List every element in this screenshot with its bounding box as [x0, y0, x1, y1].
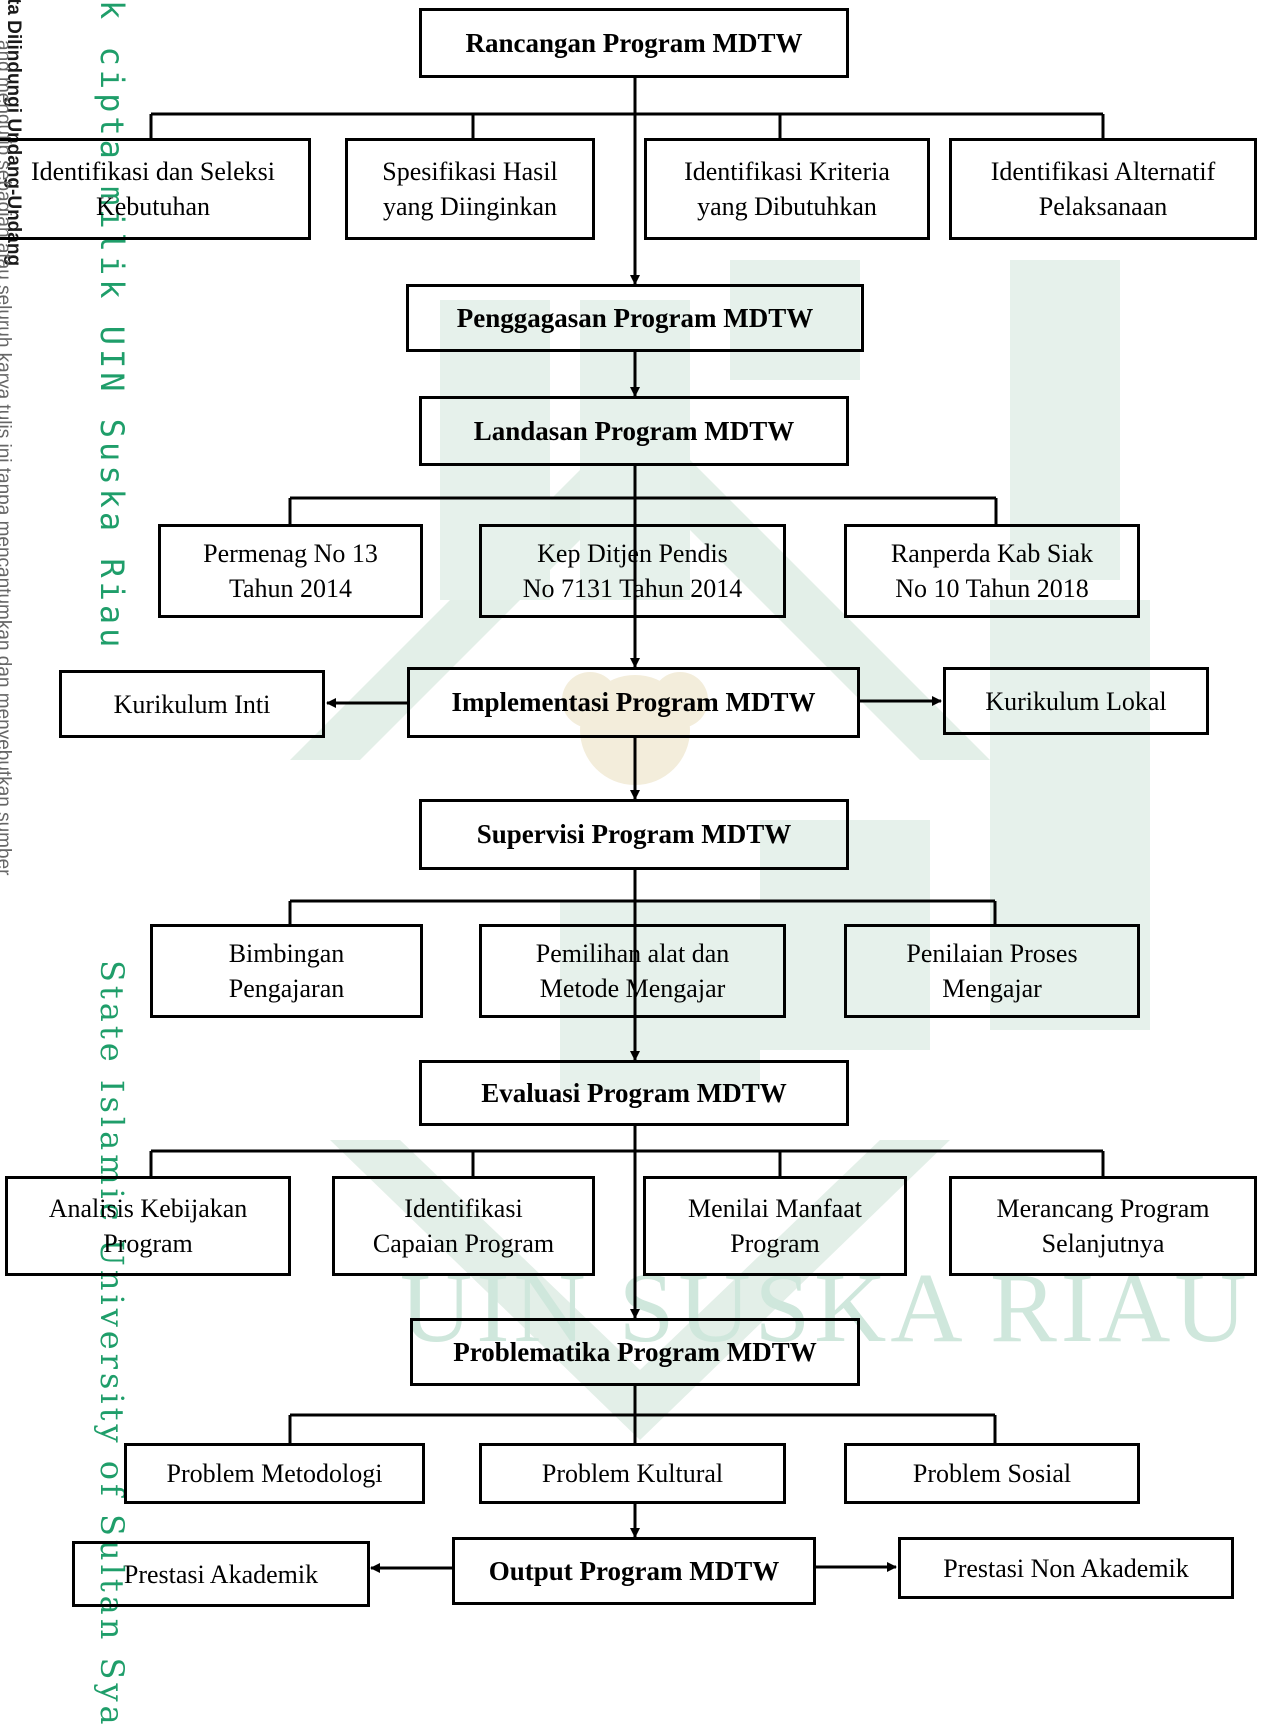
copyright-notice-line1: ta Dilindungi Undang-Undang	[3, 0, 24, 267]
copyright-notice-line2: ang mengutip sebagian atau seluruh karya…	[0, 40, 14, 876]
copyright-vertical-text: k cipta milik UIN Suska Riau	[93, 0, 131, 652]
watermark-text: UIN SUSKA RIAU	[400, 1252, 1251, 1363]
connector-lines	[149, 76, 1105, 1573]
